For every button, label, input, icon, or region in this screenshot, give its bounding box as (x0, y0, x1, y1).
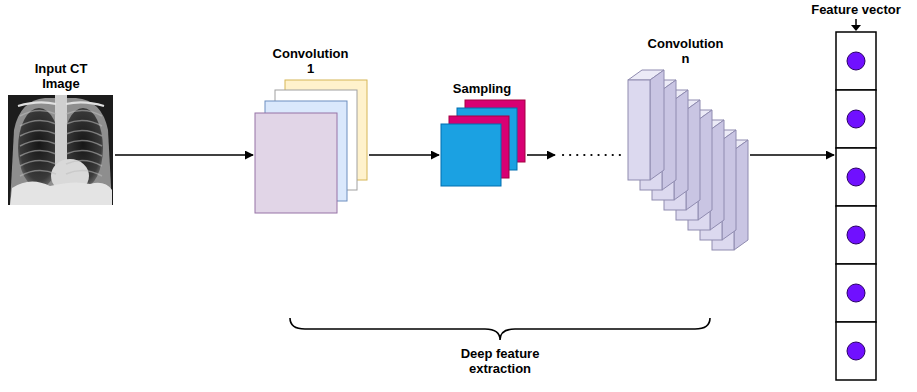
xray-rib (20, 120, 56, 126)
flow-arrow (115, 155, 253, 156)
pooled-map (441, 124, 501, 186)
vector-element (847, 168, 865, 186)
xray-clavicle (18, 102, 104, 106)
node-label: Convolution n (645, 36, 727, 66)
xray-rib (20, 170, 56, 176)
node-label: Input CT Image (25, 61, 97, 91)
vector-cell (836, 90, 876, 148)
section-caption: Deep feature extraction (440, 346, 560, 376)
vector-element (847, 52, 865, 70)
flow-arrow (527, 155, 626, 156)
node-shape (255, 80, 367, 213)
vector-cell (836, 206, 876, 264)
xray-rib (20, 140, 56, 146)
input-image: Input CT Image (6, 0, 116, 215)
node-shape (441, 100, 525, 186)
sampling-stack: Sampling (432, 0, 532, 200)
node-shape (8, 95, 113, 205)
feature-cuboid (628, 70, 664, 180)
arrow-line (369, 154, 439, 156)
pointer-line (855, 19, 857, 26)
node-title: Sampling (437, 81, 527, 96)
xray-rib (66, 170, 102, 176)
xray-background (8, 95, 113, 205)
node-shape (628, 70, 748, 250)
xray-rib (66, 150, 102, 156)
xray-rib (20, 110, 56, 116)
dotted-continuation (563, 154, 626, 156)
flow-arrow (750, 155, 834, 156)
xray-rib (66, 110, 102, 116)
node-title: Feature vector (802, 2, 910, 17)
cuboid-side (650, 70, 664, 180)
xray-diaphragm (10, 181, 112, 205)
node-shape-layer (432, 0, 532, 200)
xray-rib (66, 120, 102, 126)
vector-element (847, 284, 865, 302)
node-label: Sampling (437, 81, 527, 96)
node-title: Convolution 1 (270, 46, 352, 76)
flow-arrow (369, 155, 439, 156)
xray-rib (66, 130, 102, 136)
arrow-line (115, 154, 253, 156)
vector-cell (836, 264, 876, 322)
node-shape-layer (6, 0, 116, 215)
convolution-stack: Convolution n (618, 0, 753, 255)
pointer-head (851, 25, 861, 31)
vector-element (847, 342, 865, 360)
vector-cell (836, 32, 876, 90)
feature-map (255, 113, 337, 213)
node-shape-layer (800, 0, 912, 390)
node-title: Input CT Image (25, 61, 97, 91)
feature-vector: Feature vector (800, 0, 912, 390)
vector-cell (836, 322, 876, 380)
convolution-stack: Convolution 1 (248, 0, 373, 220)
node-title: Convolution n (645, 36, 727, 66)
xray-rib (20, 130, 56, 136)
cuboid-front (628, 80, 650, 180)
arrow-line (527, 154, 555, 156)
node-label: Convolution 1 (270, 46, 352, 76)
node-shape-layer (248, 0, 373, 220)
vector-cell (836, 148, 876, 206)
vector-element (847, 226, 865, 244)
node-shape (836, 19, 876, 380)
node-label: Feature vector (802, 2, 910, 17)
curly-brace (290, 318, 710, 340)
xray-rib (20, 150, 56, 156)
xray-rib (20, 160, 56, 166)
xray-rib (66, 140, 102, 146)
arrow-line (750, 154, 834, 156)
vector-element (847, 110, 865, 128)
xray-rib (66, 160, 102, 166)
